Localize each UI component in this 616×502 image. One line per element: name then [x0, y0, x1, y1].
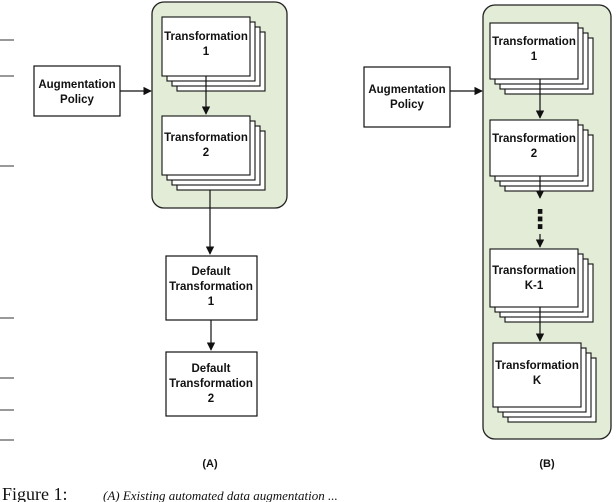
figure-caption: Figure 1: (A) Existing automated data au… — [2, 484, 338, 502]
d2-line1: Default — [192, 363, 231, 375]
ellipsis: ⋮ — [527, 205, 553, 235]
t2-a-line2: 2 — [203, 147, 209, 159]
augmentation-policy-box-b: Augmentation Policy — [363, 66, 451, 128]
tk1-b-line1: Transformation — [492, 265, 576, 277]
t1-a-line1: Transformation — [164, 31, 248, 43]
t2-b-line1: Transformation — [492, 133, 576, 145]
transformation-2-stack-a: Transformation 2 — [161, 115, 266, 191]
d2-line2: Transformation — [169, 378, 253, 390]
policy-a-line1: Augmentation — [38, 79, 115, 91]
transformation-2-stack-b: Transformation 2 — [489, 119, 594, 192]
default-transformation-2-box: Default Transformation 2 — [165, 351, 258, 417]
t1-b-line1: Transformation — [492, 36, 576, 48]
panel-b: Augmentation Policy Transformation 1 Tra… — [363, 4, 612, 470]
tk-b-line1: Transformation — [495, 360, 579, 372]
d1-line2: Transformation — [169, 281, 253, 293]
panel-a: Augmentation Policy Transformation 1 Tra… — [33, 1, 288, 470]
d1-line3: 1 — [208, 296, 215, 308]
tk1-b-line2: K-1 — [525, 280, 544, 292]
tk-b-line2: K — [533, 375, 542, 387]
default-transformation-1-box: Default Transformation 1 — [165, 255, 258, 321]
panel-b-container — [482, 4, 612, 440]
t2-b-line2: 2 — [531, 148, 537, 160]
transformation-k-stack-b: Transformation K — [492, 342, 597, 423]
panel-b-label: (B) — [539, 458, 555, 470]
transformation-1-stack-b: Transformation 1 — [489, 22, 594, 95]
augmentation-policy-box-a: Augmentation Policy — [33, 65, 121, 117]
policy-b-line1: Augmentation — [368, 84, 445, 96]
policy-b-line2: Policy — [390, 99, 424, 111]
transformation-1-stack-a: Transformation 1 — [161, 16, 266, 92]
caption-prefix: Figure 1: — [2, 484, 68, 502]
d1-line1: Default — [192, 266, 231, 278]
margin-ticks — [0, 39, 14, 441]
t1-a-line2: 1 — [203, 46, 210, 58]
panel-a-label: (A) — [202, 458, 218, 470]
caption-text: (A) Existing automated data augmentation… — [103, 488, 338, 502]
t2-a-line1: Transformation — [164, 132, 248, 144]
t1-b-line2: 1 — [531, 51, 538, 63]
policy-a-line2: Policy — [60, 94, 94, 106]
transformation-k-minus-1-stack-b: Transformation K-1 — [489, 248, 594, 323]
d2-line3: 2 — [208, 393, 214, 405]
